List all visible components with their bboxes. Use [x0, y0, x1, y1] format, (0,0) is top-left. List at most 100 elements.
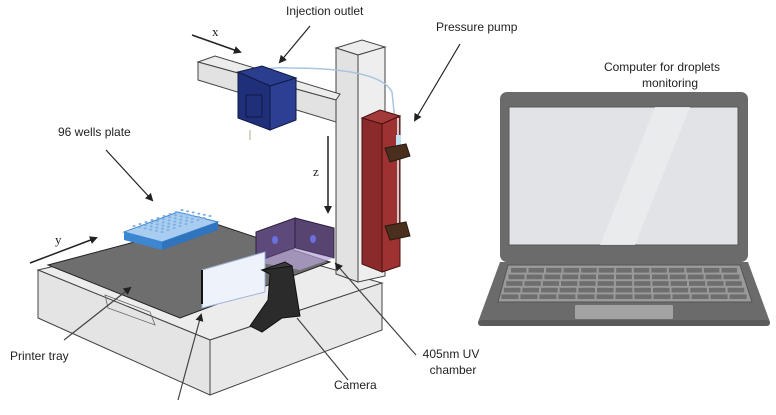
well: [162, 218, 166, 221]
keyboard-key: [561, 281, 578, 286]
keyboard-key: [511, 268, 527, 273]
keyboard-key: [522, 287, 539, 293]
keyboard-key: [544, 274, 561, 280]
well: [166, 229, 170, 231]
well: [143, 227, 147, 230]
laptop: [478, 92, 770, 326]
well: [161, 224, 165, 227]
well: [178, 221, 182, 224]
keyboard-key: [526, 274, 543, 280]
well: [168, 213, 172, 215]
keyboard-key: [562, 274, 579, 280]
well: [172, 227, 176, 229]
keyboard-key: [671, 287, 689, 293]
keyboard-key: [727, 287, 745, 293]
well: [166, 225, 170, 228]
pressure-pump-pointer: [413, 43, 461, 122]
well: [174, 211, 178, 213]
well: [202, 217, 206, 219]
well: [197, 212, 201, 215]
keyboard-key: [689, 281, 706, 286]
keyboard-key: [633, 268, 650, 273]
keyboard-key: [634, 287, 651, 293]
keyboard-key: [597, 287, 614, 293]
printer-tray-pointer: [63, 286, 132, 341]
uv-chamber-label-line2: chamber: [430, 363, 477, 377]
well: [154, 229, 158, 232]
printer-tray-label: Printer tray: [10, 349, 69, 363]
well: [160, 227, 164, 230]
keyboard-key: [634, 281, 651, 286]
computer-label-line1: Computer for droplets: [604, 60, 720, 74]
keyboard-key: [501, 294, 519, 299]
keyboard-key: [596, 294, 614, 299]
well: [155, 226, 159, 229]
keyboard-key: [687, 274, 704, 280]
keyboard-key: [541, 287, 558, 293]
keyboard-key: [725, 281, 742, 286]
camera: [249, 261, 301, 333]
well: [173, 220, 177, 223]
keyboard-key: [634, 294, 652, 299]
well: [178, 225, 182, 227]
keyboard-key: [615, 294, 633, 299]
well: [179, 218, 183, 221]
well: [161, 221, 165, 224]
injection-head: [236, 65, 298, 140]
keyboard-key: [520, 294, 538, 299]
keyboard-key: [691, 294, 709, 299]
keyboard-key: [708, 287, 726, 293]
keyboard-key: [672, 294, 690, 299]
keyboard-key: [653, 294, 671, 299]
well: [185, 213, 189, 216]
keyboard-key: [690, 287, 707, 293]
keyboard-key: [508, 274, 525, 280]
well: [149, 228, 153, 231]
well: [149, 225, 153, 228]
well: [173, 217, 177, 220]
glass-slide: [201, 251, 266, 309]
well: [162, 215, 166, 217]
well: [179, 215, 183, 218]
keyboard-key: [721, 268, 737, 273]
well: [172, 223, 176, 226]
well: [202, 213, 206, 216]
well: [156, 217, 160, 219]
keyboard-key: [616, 274, 632, 280]
keyboard-key: [539, 294, 557, 299]
x-axis-label: x: [212, 24, 219, 39]
well: [208, 215, 212, 217]
well: [168, 216, 172, 219]
keyboard-key: [503, 287, 521, 293]
keyboard-key: [651, 274, 668, 280]
keyboard-key: [651, 268, 667, 273]
uv-led-left: [272, 236, 278, 244]
well: [191, 214, 195, 217]
well: [185, 216, 189, 219]
keyboard-key: [669, 274, 686, 280]
injection-outlet-label: Injection outlet: [286, 4, 364, 18]
camera-pointer: [296, 317, 349, 381]
wells-plate-pointer: [105, 149, 154, 202]
uv-chamber-pointer: [334, 262, 417, 356]
well: [167, 222, 171, 225]
keyboard-key: [524, 281, 541, 286]
keyboard-key: [578, 287, 595, 293]
well: [184, 223, 188, 225]
well: [138, 226, 142, 229]
keyboard-key: [580, 274, 597, 280]
keyboard-key: [581, 268, 597, 273]
keyboard-key: [598, 274, 614, 280]
well: [196, 215, 200, 218]
keyboard-key: [634, 274, 650, 280]
well: [190, 221, 194, 223]
well: [174, 214, 178, 217]
keyboard-key: [542, 281, 560, 286]
keyboard-key: [670, 281, 687, 286]
keyboard-key: [705, 274, 722, 280]
well: [184, 219, 188, 222]
keyboard-key: [528, 268, 544, 273]
well: [156, 220, 160, 223]
keyboard-key: [652, 281, 669, 286]
